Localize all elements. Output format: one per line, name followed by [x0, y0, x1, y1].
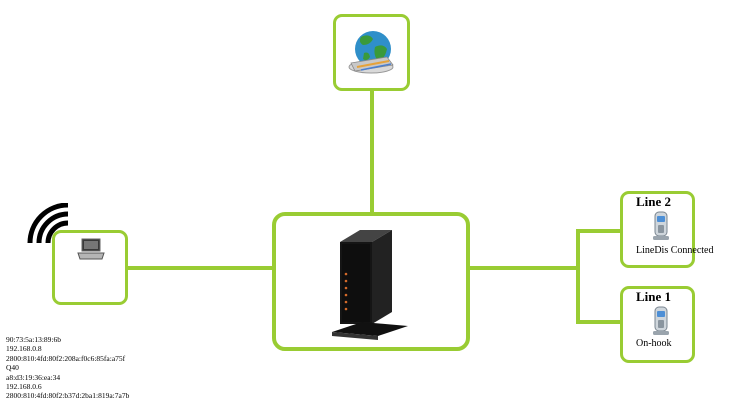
device-name-2: Q40: [6, 363, 19, 373]
phone-handset-icon: [653, 211, 669, 240]
router-node[interactable]: [272, 212, 470, 351]
line2-label: Line 2: [636, 194, 672, 209]
wire-internet-router: [370, 90, 374, 214]
device-ipv6-1: 2800:810:4fd:80f2:208a:f0c6:85fa:a75f: [6, 353, 126, 363]
phone-handset-icon: [653, 306, 669, 335]
wire-line1: [576, 320, 620, 324]
line1-status: On-hook: [636, 338, 672, 349]
wire-phone-bus: [576, 229, 580, 323]
device-mac-1: 90:73:5a:13:89:6b: [6, 335, 61, 344]
router-icon: [332, 230, 408, 340]
line2-status: LineDis Connected: [636, 245, 714, 256]
device-info-list: 90:73:5a:13:89:6b 192.168.0.8 2800:810:4…: [6, 335, 129, 401]
wire-line2: [576, 229, 620, 233]
device-ipv6-2: 2800:810:4fd:80f2:b37d:2ba1:819a:7a7b: [6, 391, 130, 401]
line1-label: Line 1: [636, 289, 672, 304]
device-ipv4-1: 192.168.0.8: [6, 344, 42, 354]
device-ipv4-2: 192.168.0.6: [6, 382, 42, 392]
internet-node[interactable]: [333, 14, 410, 91]
wire-router-phones: [470, 266, 578, 270]
wire-client-router: [128, 266, 274, 270]
device-mac-2: a8:d3:19:36:ea:34: [6, 372, 61, 382]
globe-network-icon: [348, 31, 394, 74]
laptop-icon: [77, 238, 105, 260]
line1-node[interactable]: Line 1 On-hook: [620, 286, 695, 363]
line2-node[interactable]: Line 2 LineDis Connected: [620, 191, 713, 268]
client-node[interactable]: [52, 230, 128, 305]
